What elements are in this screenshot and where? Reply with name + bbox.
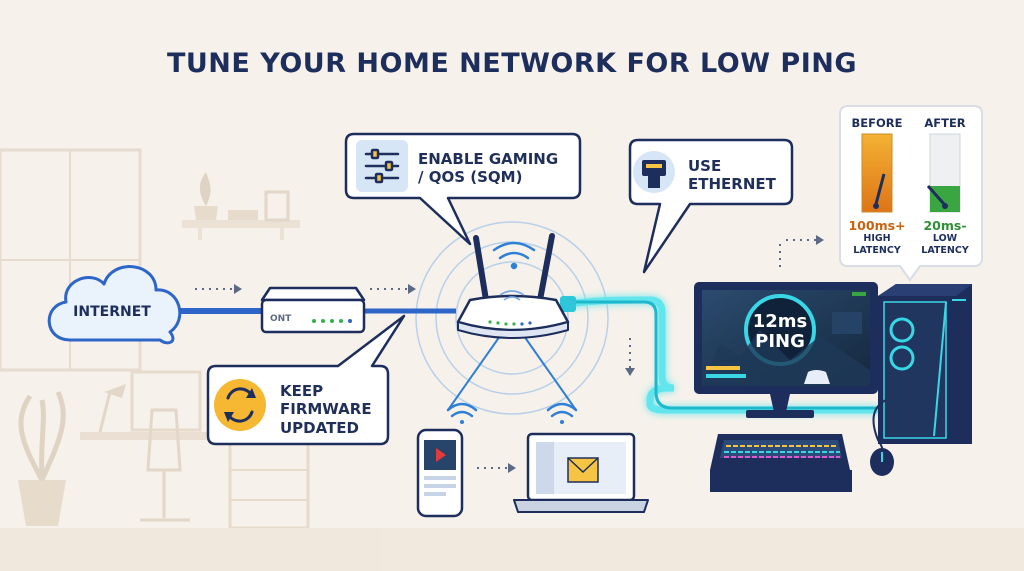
callout-firmware-line1: KEEP — [280, 382, 324, 400]
after-header: AFTER — [924, 116, 966, 130]
before-line2: LATENCY — [853, 245, 901, 256]
callout-firmware-line3: UPDATED — [280, 418, 359, 437]
callout-ethernet-line1: USE — [688, 157, 722, 175]
router-device — [456, 233, 570, 339]
ethernet-connector-icon — [560, 296, 576, 312]
callout-qos-bubble — [344, 132, 582, 246]
room-background — [0, 148, 1024, 571]
flow-arrows — [195, 235, 824, 473]
ping-value: 12ms — [752, 311, 808, 332]
gaming-monitor — [694, 282, 878, 418]
sliders-icon — [364, 148, 400, 184]
latency-comparison-card — [839, 105, 983, 282]
smartphone-device — [416, 402, 478, 518]
callout-qos-line1: ENABLE GAMING — [418, 150, 559, 168]
ethernet-cable — [564, 296, 880, 414]
before-header: BEFORE — [851, 116, 903, 130]
before-value: 100ms+ — [848, 218, 906, 233]
callout-firmware-text: KEEP FIRMWARE UPDATED — [280, 382, 372, 437]
ping-readout: 12ms PING — [746, 312, 814, 352]
ethernet-plug-icon — [642, 160, 666, 188]
pc-tower — [878, 284, 972, 444]
after-stats: 20ms- LOW LATENCY — [908, 218, 982, 257]
laptop-device — [513, 402, 649, 513]
keyboard-device — [710, 434, 852, 492]
ont-device — [260, 286, 366, 334]
internet-label: INTERNET — [73, 304, 151, 320]
after-line2: LATENCY — [921, 245, 969, 256]
callout-ethernet-line2: ETHERNET — [688, 175, 776, 194]
callout-ethernet-bubble — [628, 138, 794, 274]
mouse-device — [870, 399, 894, 476]
after-line1: LOW — [932, 233, 958, 244]
callout-qos-line2: / QOS (SQM) — [418, 168, 523, 187]
after-value: 20ms- — [923, 218, 967, 233]
callout-ethernet-text: USE ETHERNET — [688, 157, 776, 194]
wifi-links — [447, 335, 577, 411]
page-title: TUNE YOUR HOME NETWORK FOR LOW PING — [166, 48, 858, 79]
ont-label: ONT — [270, 314, 292, 324]
callout-firmware-line2: FIRMWARE — [280, 400, 372, 419]
callout-firmware-bubble — [206, 314, 406, 446]
ping-label: PING — [755, 331, 805, 352]
before-stats: 100ms+ HIGH LATENCY — [840, 218, 914, 257]
internet-cloud-icon — [47, 265, 182, 345]
before-line1: HIGH — [863, 233, 891, 244]
callout-qos-text: ENABLE GAMING / QOS (SQM) — [418, 150, 558, 187]
